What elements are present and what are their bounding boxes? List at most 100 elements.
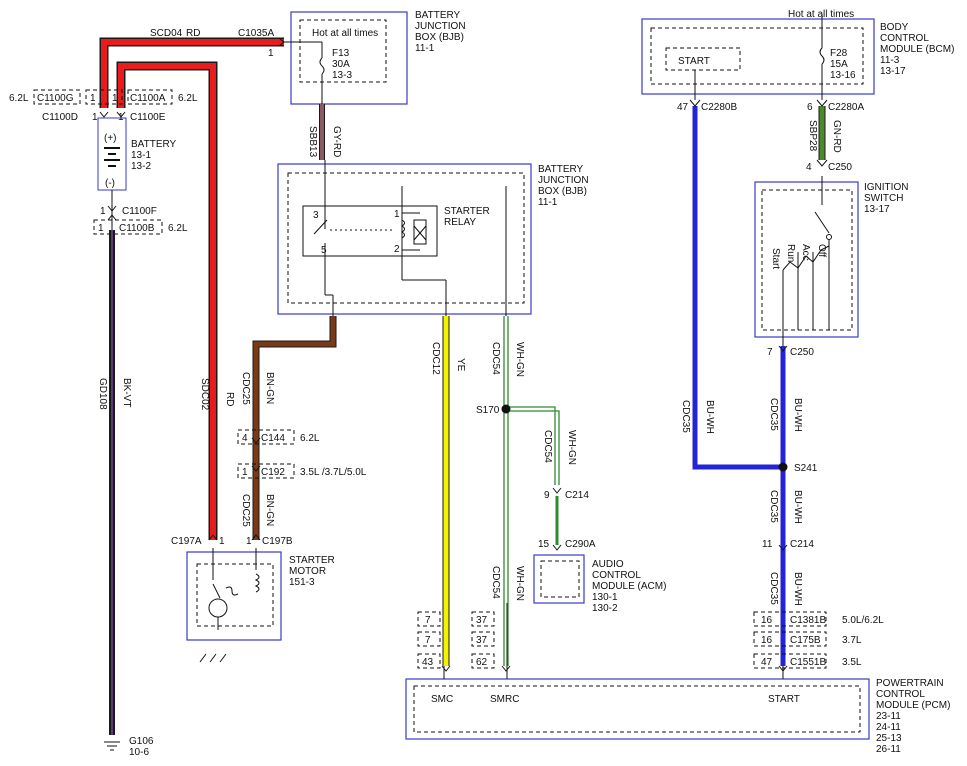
starter-motor-box — [186, 551, 282, 641]
c2280b-pin: 47 — [677, 102, 689, 113]
ignition-ref: 13-17 — [864, 204, 890, 215]
wire-sdc02-color: RD — [224, 392, 235, 406]
wire-cdc25b-color: BN-GN — [264, 494, 275, 526]
bcm-name-3: MODULE (BCM) — [880, 44, 954, 55]
bjb-mid-name-3: BOX (BJB) — [538, 186, 587, 197]
wire-cdc54b-color: WH-GN — [566, 430, 577, 465]
c1100b-label: C1100B — [119, 223, 155, 234]
starter-relay-box — [302, 205, 438, 257]
ground-hatch-icon — [199, 653, 227, 663]
motor-ref: 151-3 — [289, 577, 315, 588]
splice-s241-dot — [778, 462, 788, 472]
ignition-pos-off: Off — [816, 244, 827, 257]
relay-pin-2: 2 — [394, 244, 400, 255]
splice-s241: S241 — [794, 463, 818, 474]
bjb-mid-name-1: BATTERY — [538, 164, 584, 175]
starter-relay-label-1: STARTER — [444, 206, 490, 217]
wire-cdc35b-label: CDC35 — [768, 398, 779, 431]
c175b-label: C175B — [790, 635, 821, 646]
wire-cdc35 — [692, 106, 783, 470]
f13-amps: 30A — [332, 59, 350, 70]
c290a-label: C290A — [565, 539, 596, 550]
pcm-pin-smc: SMC — [431, 694, 453, 705]
c1381b-pin: 16 — [761, 615, 773, 626]
c1100e-pin: 1 — [118, 112, 124, 123]
pcm-ref-3: 25-13 — [876, 733, 902, 744]
wire-cdc54a-color: WH-GN — [514, 342, 525, 377]
bjb-top-name-1: BATTERY — [415, 10, 461, 21]
wire-cdc54b-label: CDC54 — [542, 430, 553, 463]
bcm-ref-1: 11-3 — [880, 55, 900, 66]
c144-note: 6.2L — [300, 433, 320, 444]
ground-name: G106 — [129, 736, 154, 747]
acm-inner — [540, 560, 580, 598]
motor-icon — [208, 598, 228, 618]
c1100e-label: C1100E — [130, 112, 166, 123]
module-boxes — [186, 11, 875, 740]
pcm-name-2: CONTROL — [876, 689, 925, 700]
c1100a-pin: 1 — [112, 93, 118, 104]
wire-gd108-color: BK-VT — [121, 378, 132, 407]
c192-pin: 1 — [242, 467, 248, 478]
c1100f-pin: 1 — [100, 206, 106, 217]
wire-cdc54a-label: CDC54 — [490, 342, 501, 375]
f28-amps: 15A — [830, 59, 848, 70]
wire-cdc35c-label: CDC35 — [768, 490, 779, 523]
bcm-start: START — [678, 56, 710, 67]
ignition-pos-start: Start — [770, 248, 781, 269]
battery-ref-1: 13-1 — [131, 150, 151, 161]
bjb-top-hot: Hot at all times — [312, 28, 378, 39]
ignition-inner — [761, 189, 853, 331]
c2280a-label: C2280A — [828, 102, 864, 113]
c144-label: C144 — [261, 433, 285, 444]
c1100a-label: C1100A — [130, 93, 166, 104]
wire-cdc25b-label: CDC25 — [240, 494, 251, 527]
pcm-ref-1: 23-11 — [876, 711, 901, 722]
c1100g-label: C1100G — [37, 93, 74, 104]
wire-sbp28-color: GN-RD — [831, 120, 842, 153]
starter-motor-symbol — [196, 548, 274, 663]
bcm-hot: Hot at all times — [788, 9, 854, 20]
wire-cdc35a-label: CDC35 — [680, 400, 691, 433]
c1381b-note: 5.0L/6.2L — [842, 615, 884, 626]
colored-wires — [99, 37, 826, 735]
ignition-name-2: SWITCH — [864, 193, 903, 204]
wire-sdc02-label: SDC02 — [199, 378, 210, 411]
wire-cdc35d-color: BU-WH — [792, 572, 803, 606]
motor-name-2: MOTOR — [289, 566, 326, 577]
pcm-mid-pin-3: 62 — [476, 657, 488, 668]
bcm-start-box — [665, 47, 741, 71]
pcm-name-1: POWERTRAIN — [876, 678, 944, 689]
c1381b-label: C1381B — [790, 615, 826, 626]
c175b-note: 3.7L — [842, 635, 862, 646]
wire-sbp28-label: SBP28 — [807, 120, 818, 152]
c1100a-note: 6.2L — [178, 93, 198, 104]
bcm-box — [641, 18, 875, 95]
c214a-pin: 9 — [544, 490, 550, 501]
bjb-top-box — [290, 11, 408, 105]
relay-pin-3: 3 — [313, 210, 319, 221]
battery-symbol — [97, 117, 127, 230]
acm-name-2: CONTROL — [592, 570, 641, 581]
pcm-left-pin-2: 7 — [425, 635, 431, 646]
wire-cdc54 — [503, 316, 560, 666]
battery-minus: (-) — [105, 178, 115, 189]
c1551b-label: C1551B — [790, 657, 826, 668]
bjb-top-name-2: JUNCTION — [415, 21, 466, 32]
ignition-switch-box — [754, 181, 859, 338]
c192-label: C192 — [261, 467, 285, 478]
starter-relay-label-2: RELAY — [444, 217, 476, 228]
wire-gd108-label: GD108 — [97, 378, 108, 410]
wire-cdc25a-color: BN-GN — [264, 372, 275, 404]
c250a-pin: 4 — [806, 162, 812, 173]
wire-cdc25a-label: CDC25 — [240, 372, 251, 405]
pcm-inner — [413, 685, 861, 733]
f28-label: F28 — [830, 48, 848, 59]
acm-ref-2: 130-2 — [592, 603, 618, 614]
solenoid-coil-icon — [225, 586, 239, 596]
c214a-label: C214 — [565, 490, 589, 501]
bjb-top-ref: 11-1 — [415, 43, 435, 54]
c2280b-label: C2280B — [701, 102, 737, 113]
c2280a-pin: 6 — [807, 102, 813, 113]
